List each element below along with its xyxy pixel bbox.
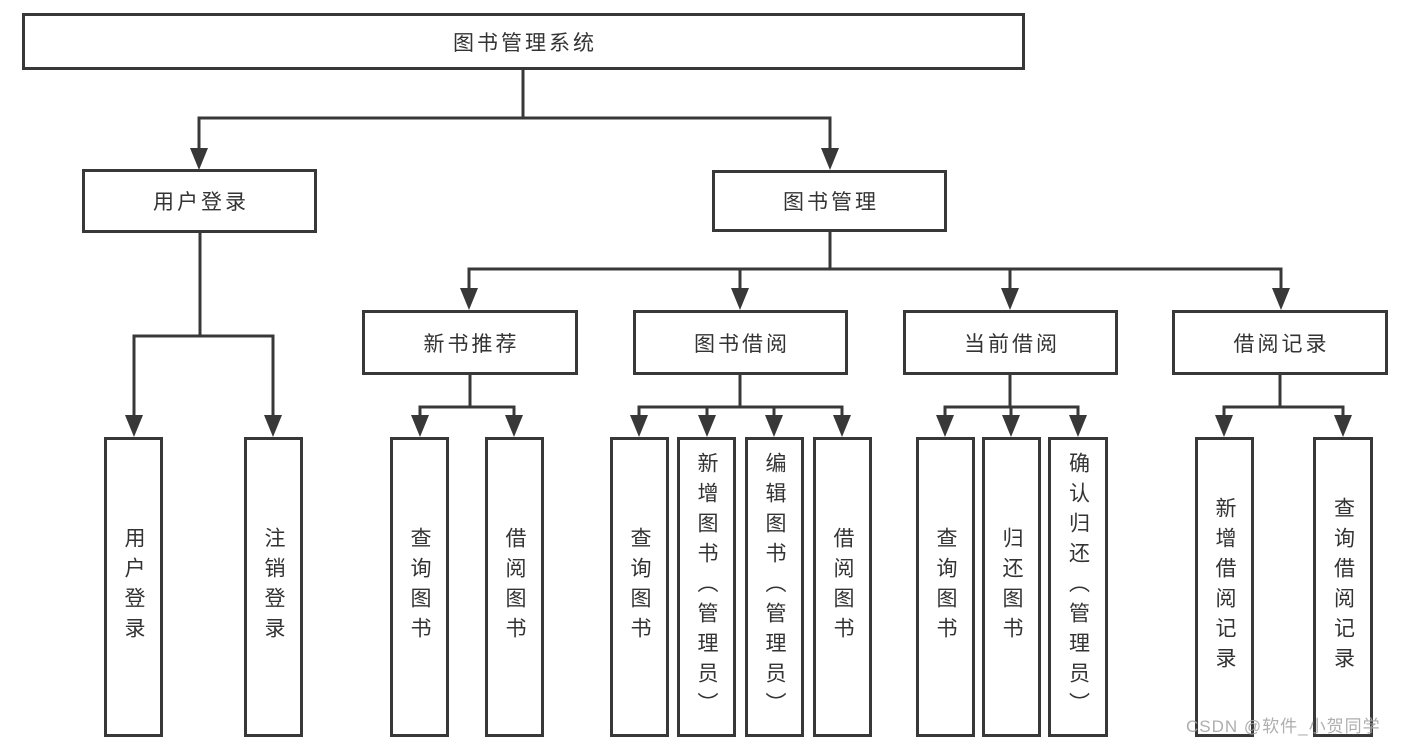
node-label: 图书管理 <box>783 191 879 214</box>
node-label: 借阅图书 <box>503 527 526 647</box>
node-label: 新增借阅记录 <box>1213 497 1236 677</box>
node-label: 用户登录 <box>153 191 249 214</box>
node-label: 确认归还（管理员） <box>1066 452 1090 722</box>
node-label: 新增图书（管理员） <box>695 452 718 722</box>
leaf-logout: 注销登录 <box>244 437 303 737</box>
node-label: 查询图书 <box>408 527 431 647</box>
node-library-system: 图书管理系统 <box>22 13 1025 70</box>
node-borrowing-records: 借阅记录 <box>1172 310 1388 375</box>
leaf-query-borrow-record: 查询借阅记录 <box>1313 437 1373 737</box>
node-book-management: 图书管理 <box>712 170 947 232</box>
node-book-borrowing: 图书借阅 <box>633 310 848 375</box>
node-label: 编辑图书（管理员） <box>763 452 786 722</box>
node-label: 查询借阅记录 <box>1331 497 1355 677</box>
node-label: 用户登录 <box>122 527 145 647</box>
leaf-add-borrow-record: 新增借阅记录 <box>1195 437 1254 737</box>
arrowhead-icons <box>125 148 1352 437</box>
leaf-user-login: 用户登录 <box>104 437 163 737</box>
leaf-query-books-3: 查询图书 <box>916 437 975 737</box>
node-label: 注销登录 <box>262 527 285 647</box>
leaf-query-books-1: 查询图书 <box>390 437 449 737</box>
leaf-return-books: 归还图书 <box>982 437 1041 737</box>
node-new-book-recommend: 新书推荐 <box>362 310 578 375</box>
node-label: 查询图书 <box>934 527 957 647</box>
leaf-add-book-admin: 新增图书（管理员） <box>677 437 736 737</box>
node-label: 借阅记录 <box>1233 332 1330 356</box>
node-label: 借阅图书 <box>831 527 854 647</box>
watermark: CSDN @软件_小贺同学 <box>1186 717 1381 736</box>
node-label: 查询图书 <box>628 527 651 647</box>
leaf-confirm-return-admin: 确认归还（管理员） <box>1048 437 1108 737</box>
node-user-login: 用户登录 <box>82 169 317 233</box>
leaf-edit-book-admin: 编辑图书（管理员） <box>745 437 804 737</box>
node-current-borrowing: 当前借阅 <box>903 310 1118 375</box>
leaf-borrow-books-2: 借阅图书 <box>813 437 872 737</box>
node-label: 图书借阅 <box>694 332 790 356</box>
connector-lines <box>132 68 1345 419</box>
node-label: 新书推荐 <box>423 332 520 356</box>
node-label: 归还图书 <box>1000 527 1023 647</box>
leaf-borrow-books-1: 借阅图书 <box>485 437 544 737</box>
leaf-query-books-2: 查询图书 <box>610 437 669 737</box>
node-label: 图书管理系统 <box>453 31 597 55</box>
node-label: 当前借阅 <box>964 332 1060 356</box>
